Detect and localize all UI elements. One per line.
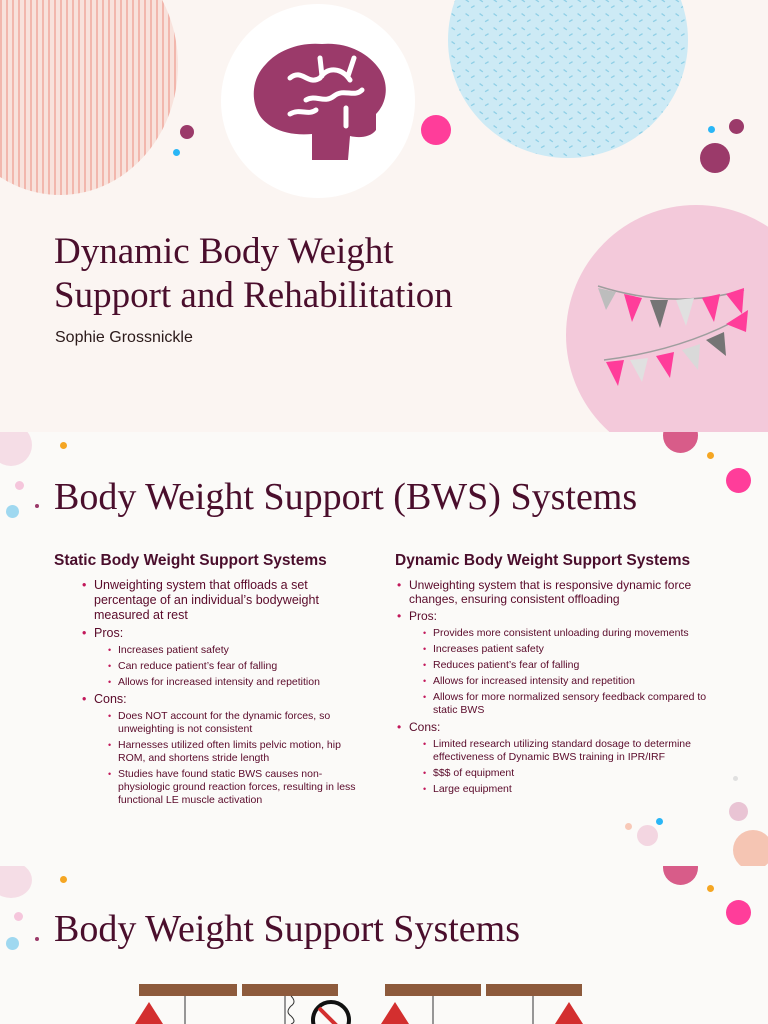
decorative-dot — [733, 830, 768, 866]
decorative-dot — [35, 504, 39, 508]
title-line-2: Support and Rehabilitation — [54, 275, 453, 316]
list-item: $$$ of equipment — [421, 767, 720, 780]
list-item: Provides more consistent unloading durin… — [421, 627, 720, 640]
decorative-dot — [663, 866, 698, 885]
decorative-dot — [726, 900, 751, 925]
no-symbol-icon — [311, 1000, 351, 1024]
decorative-dot — [729, 802, 748, 821]
list-item: Large equipment — [421, 783, 720, 796]
list-item: Studies have found static BWS causes non… — [106, 768, 364, 807]
list-item: Allows for more normalized sensory feedb… — [421, 691, 720, 717]
warning-sign-icon — [555, 1002, 583, 1024]
static-bws-column: Static Body Weight Support Systems Unwei… — [54, 552, 364, 810]
slide-title: Body Weight Support (BWS) Systems — [54, 476, 638, 518]
title-slide: Dynamic Body Weight Support and Rehabili… — [0, 0, 768, 432]
list-item: Can reduce patient’s fear of falling — [106, 660, 364, 673]
decorative-dot — [173, 149, 180, 156]
title-line-1: Dynamic Body Weight — [54, 231, 394, 272]
decorative-dot — [60, 442, 67, 449]
presentation-title: Dynamic Body Weight Support and Rehabili… — [54, 230, 453, 318]
pros-label: Pros: — [395, 609, 720, 624]
decorative-dot — [729, 119, 744, 134]
decorative-dot — [708, 126, 715, 133]
brain-icon — [253, 43, 386, 160]
list-item: Allows for increased intensity and repet… — [106, 676, 364, 689]
column-heading: Dynamic Body Weight Support Systems — [395, 552, 691, 569]
list-item: Increases patient safety — [421, 643, 720, 656]
decorative-dot — [6, 937, 19, 950]
bws-systems-images-slide — [0, 866, 768, 1024]
definition-item: Unweighting system that offloads a set p… — [80, 578, 364, 623]
list-item: Does NOT account for the dynamic forces,… — [106, 710, 364, 736]
decorative-dot — [6, 505, 19, 518]
decorative-dot — [60, 876, 67, 883]
column-heading: Static Body Weight Support Systems — [54, 552, 327, 569]
decorative-dot — [0, 432, 32, 466]
decorative-dot — [0, 866, 32, 898]
decorative-dot — [726, 468, 751, 493]
pros-label: Pros: — [80, 626, 364, 641]
cons-label: Cons: — [80, 692, 364, 707]
decorative-dot — [421, 115, 451, 145]
decorative-dot — [707, 885, 714, 892]
slide-title: Body Weight Support Systems — [54, 908, 521, 950]
decorative-dot — [700, 143, 730, 173]
list-item: Increases patient safety — [106, 644, 364, 657]
list-item: Harnesses utilized often limits pelvic m… — [106, 739, 364, 765]
decorative-dot — [637, 825, 658, 846]
decorative-striped-circle — [0, 0, 178, 195]
decorative-dot — [656, 818, 663, 825]
decorative-dot — [625, 823, 632, 830]
warning-sign-icon — [135, 1002, 163, 1024]
warning-sign-icon — [381, 1002, 409, 1024]
dynamic-bws-column: Dynamic Body Weight Support Systems Unwe… — [395, 552, 720, 799]
list-item: Limited research utilizing standard dosa… — [421, 738, 720, 764]
bws-diagram — [135, 984, 583, 1024]
decorative-speckled-circle — [448, 0, 688, 158]
author-name: Sophie Grossnickle — [55, 329, 193, 346]
decorative-dot — [663, 432, 698, 453]
decorative-dot — [733, 776, 738, 781]
decorative-dot — [35, 937, 39, 941]
definition-item: Unweighting system that is responsive dy… — [395, 578, 720, 606]
list-item: Reduces patient’s fear of falling — [421, 659, 720, 672]
decorative-dot — [707, 452, 714, 459]
decorative-dot — [180, 125, 194, 139]
bunting-icon — [597, 285, 748, 386]
list-item: Allows for increased intensity and repet… — [421, 675, 720, 688]
decorative-dot — [15, 481, 24, 490]
cons-label: Cons: — [395, 720, 720, 735]
decorative-dot — [14, 912, 23, 921]
